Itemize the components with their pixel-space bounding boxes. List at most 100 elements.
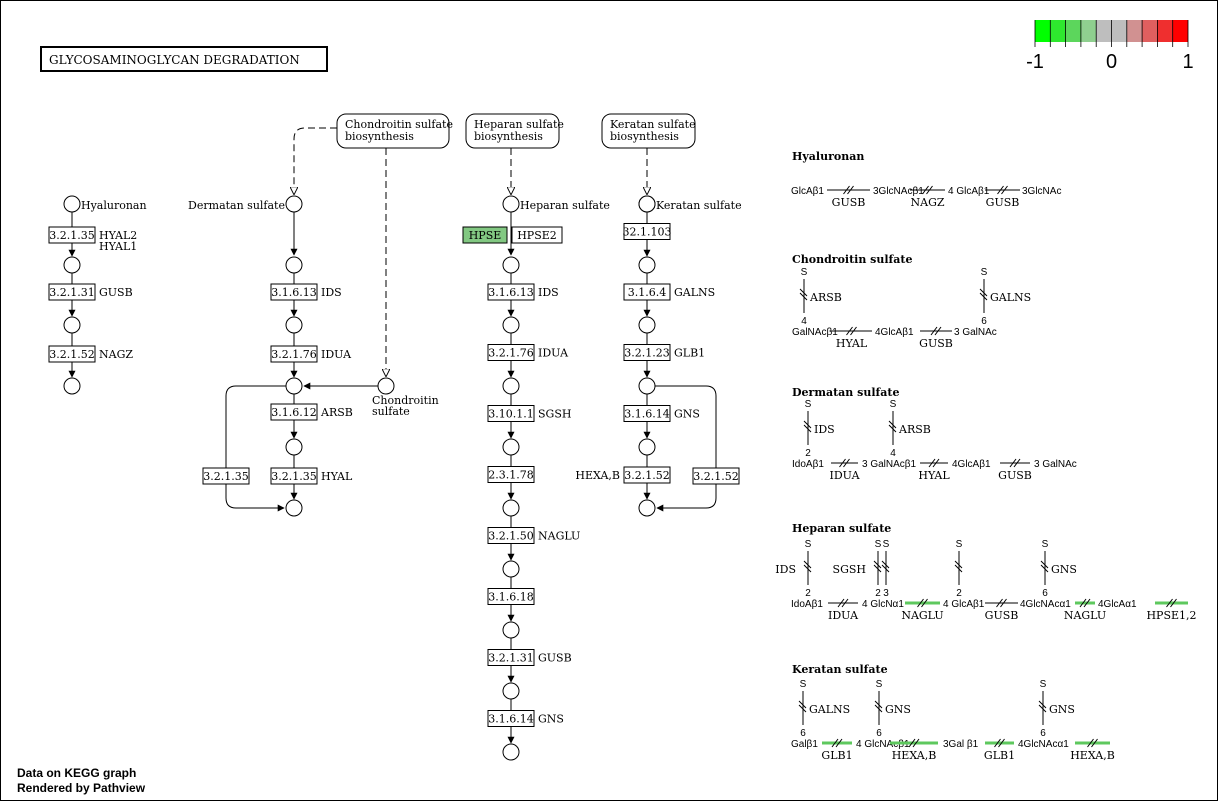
compound-node[interactable] [638,377,656,395]
enzyme-node-3-2-1-52[interactable]: 3.2.1.52 [692,467,740,485]
enzyme-label[interactable]: 3.2.1.52 [624,469,669,482]
enzyme-node-32-1-103[interactable]: 32.1.103 [623,223,672,240]
enzyme-label[interactable]: HPSE2 [517,229,557,242]
enzyme-box[interactable] [487,710,535,727]
compound-node[interactable] [63,256,81,274]
enzyme-node-2-3-1-78[interactable]: 2.3.1.78 [487,466,535,483]
enzyme-label[interactable]: 3.2.1.52 [49,348,94,361]
compound-dermatan[interactable] [285,195,303,213]
enzyme-label[interactable]: 3.2.1.35 [203,470,248,483]
enzyme-box[interactable] [623,466,671,484]
enzyme-label[interactable]: 3.2.1.35 [49,229,94,242]
enzyme-box[interactable] [48,226,96,244]
enzyme-label[interactable]: 2.3.1.78 [488,469,533,482]
compound-node[interactable] [502,499,520,517]
enzyme-box[interactable] [270,345,318,363]
enzyme-label[interactable]: 32.1.103 [623,226,672,239]
compound-node[interactable] [502,621,520,639]
enzyme-node-3-2-1-35[interactable]: 3.2.1.35 [202,467,250,485]
enzyme-box[interactable] [623,223,671,240]
enzyme-box[interactable] [202,467,250,485]
compound-node[interactable] [638,499,656,517]
enzyme-box[interactable] [487,344,535,361]
enzyme-node-3-1-6-18[interactable]: 3.1.6.18 [487,588,535,605]
enzyme-label[interactable]: 3.2.1.76 [488,347,533,360]
compound-node[interactable] [502,682,520,700]
enzyme-node-HPSE[interactable]: HPSE [462,226,508,244]
compound-node[interactable] [502,377,520,395]
enzyme-box[interactable] [48,345,96,363]
enzyme-box[interactable] [692,467,740,485]
enzyme-label[interactable]: 3.1.6.12 [271,406,316,419]
pathway-box[interactable] [601,113,696,149]
enzyme-box[interactable] [48,283,96,301]
enzyme-label[interactable]: 3.2.1.50 [488,530,533,543]
compound-heparan[interactable] [502,195,520,213]
enzyme-label[interactable]: 3.1.6.14 [488,713,533,726]
enzyme-label[interactable]: 3.2.1.23 [624,347,669,360]
compound-node[interactable] [638,316,656,334]
compound-node[interactable] [285,499,303,517]
compound-node[interactable] [285,256,303,274]
enzyme-label[interactable]: 3.1.6.13 [271,286,316,299]
enzyme-label[interactable]: 3.2.1.35 [271,470,316,483]
compound-node[interactable] [502,256,520,274]
pathway-box[interactable] [465,113,560,149]
compound-node[interactable] [502,743,520,761]
enzyme-box[interactable] [487,466,535,483]
enzyme-box[interactable] [487,649,535,666]
compound-node[interactable] [502,560,520,578]
enzyme-label[interactable]: 3.2.1.52 [693,470,738,483]
enzyme-box[interactable] [462,226,508,244]
compound-node[interactable] [638,256,656,274]
enzyme-label[interactable]: 3.1.6.14 [624,408,669,421]
enzyme-label[interactable]: 3.2.1.31 [488,652,533,665]
compound-hyaluronan[interactable] [63,195,81,213]
enzyme-box[interactable] [487,588,535,605]
enzyme-box[interactable] [511,226,563,244]
enzyme-node-HPSE2[interactable]: HPSE2 [511,226,563,244]
compound-node[interactable] [638,438,656,456]
enzyme-box[interactable] [487,283,535,301]
compound-node[interactable] [638,195,656,213]
compound-node[interactable] [63,316,81,334]
enzyme-box[interactable] [487,527,535,544]
enzyme-label[interactable]: HPSE [469,229,502,242]
enzyme-box[interactable] [623,283,671,301]
enzyme-label[interactable]: 3.1.6.4 [628,286,666,299]
enzyme-label[interactable]: 3.10.1.1 [488,408,533,421]
enzyme-box[interactable] [487,405,535,422]
enzyme-label[interactable]: 3.1.6.18 [488,591,533,604]
compound-node[interactable] [285,316,303,334]
enzyme-box[interactable] [623,344,671,361]
compound-chondroitin[interactable] [377,377,395,395]
compound-node[interactable] [285,377,303,395]
pathway-box[interactable] [336,113,450,149]
compound-node[interactable] [285,438,303,456]
compound-node[interactable] [63,377,81,395]
compound-node[interactable] [502,316,520,334]
compound-node[interactable] [502,438,520,456]
enzyme-label[interactable]: 3.1.6.13 [488,286,533,299]
enzyme-label[interactable]: 3.2.1.76 [271,348,316,361]
enzyme-box[interactable] [623,405,671,422]
